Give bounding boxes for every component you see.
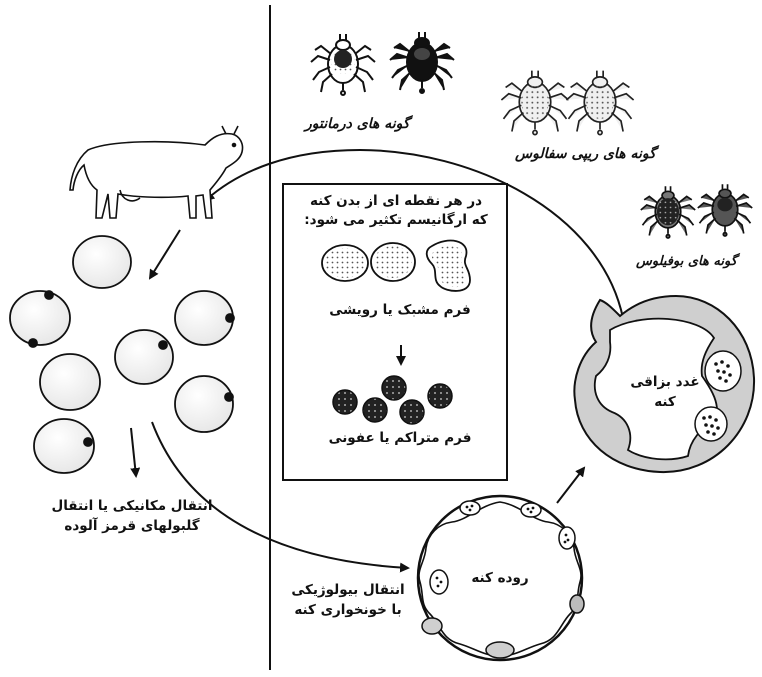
- tick-icon: [501, 71, 568, 135]
- red-blood-cell: [73, 236, 131, 288]
- arrow-mechanical: [131, 428, 136, 476]
- red-blood-cell: [175, 376, 233, 432]
- red-blood-cell: [115, 330, 173, 384]
- salivary-line2: کنه: [620, 392, 710, 412]
- tick-icon: [390, 32, 454, 93]
- boophilus-label: گونه های بوفیلوس: [636, 254, 737, 269]
- red-blood-cell: [34, 419, 94, 473]
- tick-gut-label: روده کنه: [460, 570, 540, 586]
- biological-transmission-label: انتقال بیولوژیکی با خونخواری کنه: [283, 580, 413, 620]
- biological-line1: انتقال بیولوژیکی: [283, 580, 413, 600]
- red-blood-cell: [175, 291, 234, 345]
- infectious-form-label: فرم متراکم یا عفونی: [318, 430, 482, 446]
- salivary-line1: غدد بزاقی: [620, 372, 710, 392]
- box-header-line1: در هر نقطه ای از بدن کنه: [296, 192, 496, 211]
- tick-icon: [698, 184, 752, 236]
- red-blood-cell: [10, 291, 70, 347]
- mechanical-line1: انتقال مکانیکی یا انتقال: [22, 496, 242, 516]
- salivary-gland-label: غدد بزاقی کنه: [620, 372, 710, 412]
- box-header: در هر نقطه ای از بدن کنه که ارگانیسم تکث…: [296, 192, 496, 230]
- mechanical-transmission-label: انتقال مکانیکی یا انتقال گلبولهای قرمز آ…: [22, 496, 242, 536]
- infected-red-blood-cells: [10, 236, 234, 473]
- tick-icon: [641, 186, 695, 238]
- red-blood-cell: [40, 354, 100, 410]
- dermacentor-label: گونه های درمانتور: [305, 116, 410, 132]
- rhipicephalus-ticks: [501, 71, 633, 135]
- arrow-cow-to-cells: [150, 230, 180, 278]
- boophilus-ticks: [641, 184, 752, 238]
- vegetative-form-label: فرم مشبک یا رویشی: [318, 302, 482, 318]
- tick-icon: [311, 34, 375, 95]
- biological-line2: با خونخواری کنه: [283, 600, 413, 620]
- dermacentor-ticks: [311, 32, 454, 95]
- box-header-line2: که ارگانیسم تکثیر می شود:: [296, 211, 496, 230]
- tick-icon: [566, 71, 633, 135]
- rhipicephalus-label: گونه های ریپی سفالوس: [515, 146, 656, 162]
- mechanical-line2: گلبولهای قرمز آلوده: [22, 516, 242, 536]
- arrow-gut-to-gland: [557, 468, 584, 503]
- cow-icon: [70, 126, 243, 218]
